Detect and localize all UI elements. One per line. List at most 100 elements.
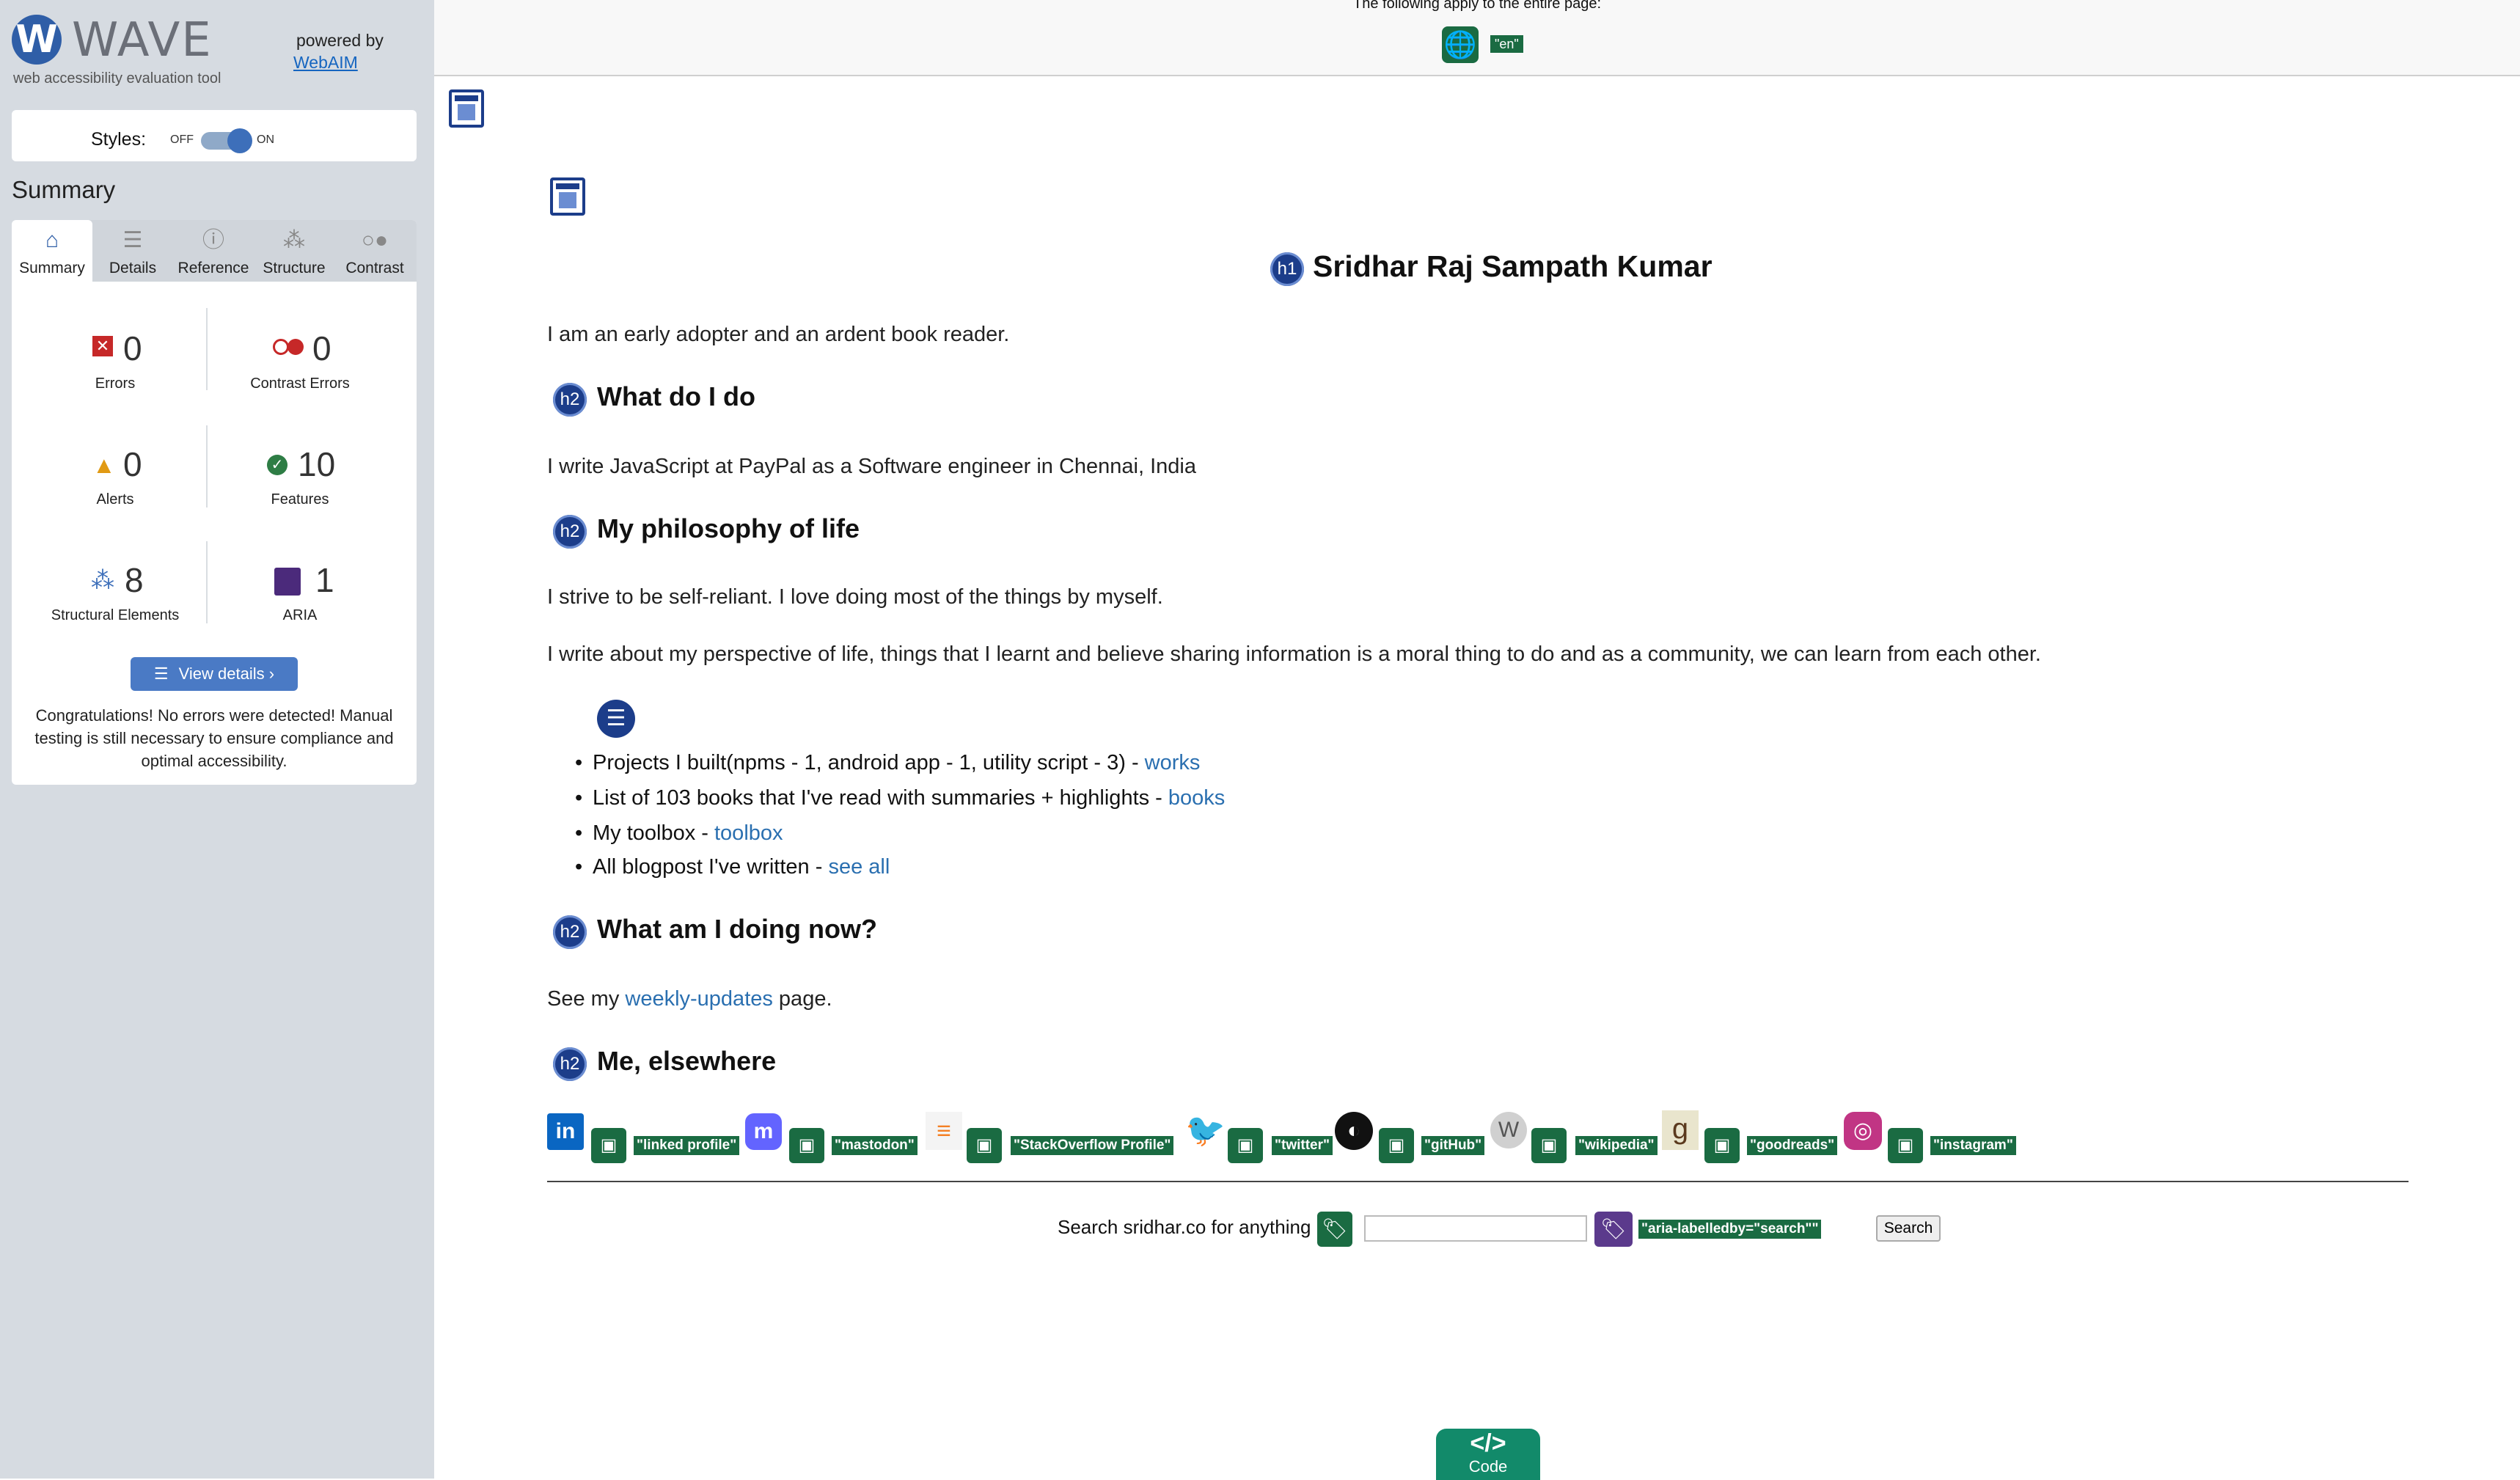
philosophy-text-1: I strive to be self-reliant. I love doin…: [547, 585, 1163, 609]
h2-badge-icon[interactable]: h2: [553, 1047, 587, 1081]
search-input[interactable]: [1364, 1215, 1587, 1242]
page-preview: The following apply to the entire page: …: [434, 0, 2520, 1480]
alt-text-tag: "twitter": [1272, 1136, 1333, 1155]
tab-reference[interactable]: ⓘ Reference: [173, 220, 254, 282]
feature-check-icon: ✓: [267, 455, 287, 475]
h2-badge-icon[interactable]: h2: [553, 915, 587, 949]
wave-sidebar: W WAVE web accessibility evaluation tool…: [0, 0, 434, 1479]
tab-structure[interactable]: ⁂ Structure: [254, 220, 334, 282]
linkedin-icon[interactable]: in: [547, 1113, 584, 1150]
alt-text-icon[interactable]: ▣: [967, 1128, 1002, 1163]
alt-text-icon[interactable]: ▣: [1379, 1128, 1414, 1163]
wave-tagline: web accessibility evaluation tool: [13, 70, 221, 87]
aria-landmark-icon[interactable]: [550, 177, 585, 216]
list-item-text: My toolbox -: [593, 821, 714, 845]
label-tag-icon[interactable]: 🏷: [1317, 1212, 1352, 1247]
contrast-icon: ○●: [361, 228, 389, 252]
alert-icon: ▲: [92, 452, 116, 478]
home-icon: ⌂: [45, 228, 59, 252]
alt-text-tag: "gitHub": [1421, 1136, 1485, 1155]
alt-text-tag: "goodreads": [1747, 1136, 1838, 1155]
goodreads-icon[interactable]: g: [1662, 1110, 1699, 1150]
h2-badge-icon[interactable]: h2: [553, 515, 587, 549]
aria-labelledby-tag: "aria-labelledby="search"": [1638, 1220, 1822, 1239]
list-item: My toolbox - toolbox: [575, 821, 783, 846]
list-item-text: List of 103 books that I've read with su…: [593, 786, 1168, 810]
code-label: Code: [1468, 1457, 1508, 1476]
aria-label-icon[interactable]: 🏷: [1594, 1212, 1633, 1247]
list-item-text: Projects I built(npms - 1, android app -…: [593, 751, 1145, 774]
tab-contrast[interactable]: ○● Contrast: [334, 220, 415, 282]
philosophy-text-2: I write about my perspective of life, th…: [547, 642, 2041, 666]
tab-label: Summary: [19, 260, 85, 276]
alt-text-icon[interactable]: ▣: [789, 1128, 824, 1163]
twitter-icon[interactable]: 🐦: [1185, 1113, 1226, 1149]
alt-text-tag: "instagram": [1930, 1136, 2016, 1155]
alt-text-icon[interactable]: ▣: [591, 1128, 626, 1163]
structural-count: 8: [125, 561, 144, 599]
contrast-errors-count: 0: [312, 329, 332, 367]
structural-label: Structural Elements: [51, 607, 180, 623]
globe-icon[interactable]: 🌐: [1442, 26, 1479, 63]
tab-label: Reference: [177, 260, 249, 276]
search-label: Search sridhar.co for anything: [1058, 1216, 1311, 1238]
styles-off-label: OFF: [170, 133, 194, 146]
code-toggle-button[interactable]: </> Code: [1436, 1429, 1540, 1480]
styles-toggle-knob[interactable]: [227, 128, 252, 153]
stat-divider: [206, 541, 208, 623]
instagram-icon[interactable]: ◎: [1844, 1112, 1882, 1150]
features-count: 10: [298, 445, 336, 483]
aria-landmark-icon[interactable]: [449, 89, 484, 128]
weekly-updates-link[interactable]: weekly-updates: [625, 987, 773, 1011]
h1-badge-icon[interactable]: h1: [1270, 252, 1304, 286]
books-link[interactable]: books: [1168, 786, 1226, 810]
alerts-label: Alerts: [96, 491, 134, 508]
list-icon: ☰: [122, 228, 143, 252]
toolbox-link[interactable]: toolbox: [714, 821, 783, 845]
contrast-error-icon: [273, 339, 289, 355]
webaim-link[interactable]: WebAIM: [293, 53, 358, 72]
banner-text: The following apply to the entire page:: [1353, 0, 1601, 12]
features-label: Features: [271, 491, 329, 508]
alt-text-icon[interactable]: ▣: [1888, 1128, 1923, 1163]
list-item: All blogpost I've written - see all: [575, 855, 890, 879]
errors-label: Errors: [95, 376, 136, 392]
alt-text-tag: "StackOverflow Profile": [1011, 1136, 1174, 1155]
alt-text-icon[interactable]: ▣: [1531, 1128, 1567, 1163]
list-badge-icon[interactable]: ☰: [597, 700, 635, 738]
search-button[interactable]: Search: [1876, 1215, 1941, 1242]
stackoverflow-icon[interactable]: ≡: [926, 1112, 962, 1150]
congrats-message: Congratulations! No errors were detected…: [34, 706, 394, 770]
styles-label: Styles:: [91, 129, 147, 150]
tab-details[interactable]: ☰ Details: [92, 220, 173, 282]
what-text: I write JavaScript at PayPal as a Softwa…: [547, 455, 1196, 478]
contrast-error-icon-fill: [287, 339, 304, 355]
tab-summary[interactable]: ⌂ Summary: [12, 220, 92, 282]
stat-divider: [206, 425, 208, 508]
tab-label: Contrast: [345, 260, 404, 276]
heading-philosophy: My philosophy of life: [597, 513, 860, 543]
wikipedia-icon[interactable]: W: [1490, 1112, 1527, 1149]
alt-text-icon[interactable]: ▣: [1704, 1128, 1740, 1163]
alt-text-icon[interactable]: ▣: [1228, 1128, 1263, 1163]
summary-heading: Summary: [12, 176, 116, 203]
stat-divider: [206, 308, 208, 390]
page-title: Sridhar Raj Sampath Kumar: [1313, 249, 1713, 283]
wave-logo-icon: W: [12, 15, 62, 65]
h2-badge-icon[interactable]: h2: [553, 383, 587, 417]
alerts-count: 0: [123, 445, 142, 483]
styles-on-label: ON: [257, 133, 274, 146]
horizontal-rule: [547, 1181, 2409, 1182]
contrast-errors-label: Contrast Errors: [250, 376, 350, 392]
tab-label: Details: [109, 260, 157, 276]
code-icon: </>: [1470, 1429, 1506, 1457]
github-icon[interactable]: ◐: [1335, 1112, 1373, 1150]
info-icon: ⓘ: [202, 228, 224, 252]
structure-icon: ⁂: [91, 567, 114, 593]
heading-doing-now: What am I doing now?: [597, 914, 877, 944]
mastodon-icon[interactable]: m: [745, 1113, 782, 1150]
view-details-button[interactable]: ☰View details ›: [131, 657, 298, 691]
wave-logo-text: WAVE: [72, 13, 213, 67]
works-link[interactable]: works: [1144, 751, 1201, 774]
see-all-link[interactable]: see all: [828, 855, 890, 879]
